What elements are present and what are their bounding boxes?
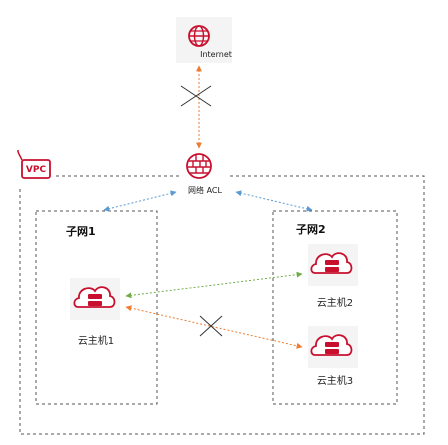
cloud-server-icon <box>310 252 353 274</box>
host3-label: 云主机3 <box>317 374 353 387</box>
host3-node: 云主机3 <box>308 326 358 387</box>
block-mark-internet <box>180 85 212 107</box>
acl-subnet2-link <box>235 190 313 212</box>
host2-node: 云主机2 <box>308 244 358 309</box>
subnet1-label: 子网1 <box>66 225 96 238</box>
globe-icon <box>188 25 210 47</box>
firewall-icon <box>186 153 212 179</box>
host1-host2-link <box>125 271 303 299</box>
cloud-server-icon <box>310 334 353 356</box>
vpc-boundary <box>19 175 425 435</box>
host1-node: 云主机1 <box>70 278 120 347</box>
vpc-label: VPC <box>26 165 47 175</box>
block-mark-host3 <box>199 315 223 337</box>
subnet2-boundary <box>272 210 398 405</box>
acl-label: 网络 ACL <box>188 185 222 195</box>
vpc-badge: VPC <box>14 150 54 186</box>
subnet2-label: 子网2 <box>296 223 326 236</box>
acl-subnet1-link <box>103 190 177 212</box>
vpc-icon <box>21 159 51 179</box>
internet-label: Internet <box>200 50 232 59</box>
acl-node: 网络 ACL <box>180 152 230 195</box>
host2-label: 云主机2 <box>317 296 353 309</box>
internet-node: Internet <box>176 17 232 63</box>
host1-label: 云主机1 <box>78 334 114 347</box>
cloud-server-icon <box>73 286 116 308</box>
host1-host3-link <box>125 305 303 349</box>
